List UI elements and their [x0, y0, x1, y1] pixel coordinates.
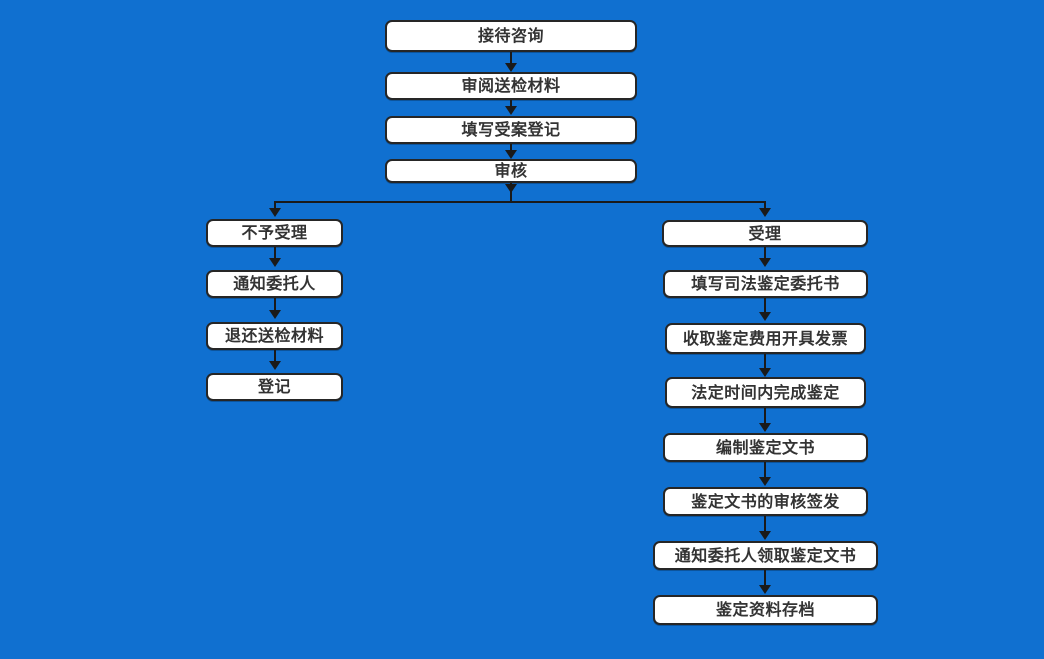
arrowhead-fee-to-complete: [759, 368, 771, 377]
connector-accept-to-entrustment: [764, 247, 766, 260]
arrowhead-notify-collect-to-archive: [759, 585, 771, 594]
connector-notify-to-return: [274, 298, 276, 311]
arrowhead-review-to-registration: [505, 106, 517, 115]
arrowhead-registration-to-examine: [505, 150, 517, 159]
node-notify-client[interactable]: 通知委托人: [206, 270, 343, 298]
node-examine[interactable]: 审核: [385, 159, 637, 183]
connector-draft-to-review-sign: [764, 462, 766, 481]
node-label: 通知委托人领取鉴定文书: [674, 545, 857, 565]
node-register[interactable]: 登记: [206, 373, 343, 401]
node-label: 鉴定资料存档: [715, 600, 815, 619]
connector-review-to-registration: [510, 100, 512, 108]
connector-entrustment-to-fee: [764, 298, 766, 317]
node-complete-in-time[interactable]: 法定时间内完成鉴定: [665, 377, 866, 408]
node-label: 鉴定文书的审核签发: [691, 491, 840, 511]
node-label: 受理: [748, 223, 782, 243]
connector-branch-to-accept: [764, 201, 766, 211]
connector-review-sign-to-notify-collect: [764, 516, 766, 536]
node-draft-document[interactable]: 编制鉴定文书: [663, 433, 868, 462]
node-label: 审核: [494, 161, 528, 180]
arrowhead-notify-to-return: [269, 310, 281, 319]
arrowhead-examine-to-branch: [505, 184, 517, 193]
node-label: 退还送检材料: [224, 326, 324, 345]
node-notify-collect-document[interactable]: 通知委托人领取鉴定文书: [653, 541, 878, 570]
node-label: 填写受案登记: [461, 120, 561, 139]
node-return-materials[interactable]: 退还送检材料: [206, 322, 343, 350]
arrowhead-branch-to-accept: [759, 208, 771, 217]
arrowhead-accept-to-entrustment: [759, 258, 771, 267]
connector-reject-to-notify: [274, 247, 276, 260]
node-label: 不予受理: [241, 223, 308, 242]
arrowhead-entrustment-to-fee: [759, 312, 771, 321]
node-label: 编制鉴定文书: [715, 437, 815, 457]
arrowhead-review-sign-to-notify-collect: [759, 531, 771, 540]
node-label: 通知委托人: [233, 274, 316, 293]
arrowhead-intake-to-review: [505, 63, 517, 72]
node-intake[interactable]: 接待咨询: [385, 20, 637, 52]
node-label: 接待咨询: [477, 26, 544, 45]
connector-return-to-register: [274, 350, 276, 363]
node-reject[interactable]: 不予受理: [206, 219, 343, 247]
branch-horizontal-bar: [275, 201, 766, 203]
node-archive-materials[interactable]: 鉴定资料存档: [653, 595, 878, 625]
arrowhead-branch-to-reject: [269, 208, 281, 217]
arrowhead-draft-to-review-sign: [759, 477, 771, 486]
connector-notify-collect-to-archive: [764, 570, 766, 590]
connector-registration-to-examine: [510, 144, 512, 152]
node-fill-case-registration[interactable]: 填写受案登记: [385, 116, 637, 144]
connector-fee-to-complete: [764, 354, 766, 373]
node-accept[interactable]: 受理: [662, 220, 868, 247]
connector-branch-to-reject: [274, 201, 276, 211]
node-collect-fee[interactable]: 收取鉴定费用开具发票: [665, 323, 866, 354]
node-label: 收取鉴定费用开具发票: [682, 328, 848, 348]
arrowhead-reject-to-notify: [269, 258, 281, 267]
node-label: 审阅送检材料: [461, 76, 561, 95]
connector-complete-to-draft: [764, 408, 766, 428]
node-label: 法定时间内完成鉴定: [691, 382, 840, 402]
node-fill-entrustment[interactable]: 填写司法鉴定委托书: [663, 270, 868, 298]
connector-intake-to-review: [510, 52, 512, 66]
node-review-sign-document[interactable]: 鉴定文书的审核签发: [663, 487, 868, 516]
arrowhead-return-to-register: [269, 361, 281, 370]
arrowhead-complete-to-draft: [759, 423, 771, 432]
node-label: 填写司法鉴定委托书: [691, 274, 840, 293]
node-label: 登记: [257, 377, 291, 396]
node-review-materials[interactable]: 审阅送检材料: [385, 72, 637, 100]
